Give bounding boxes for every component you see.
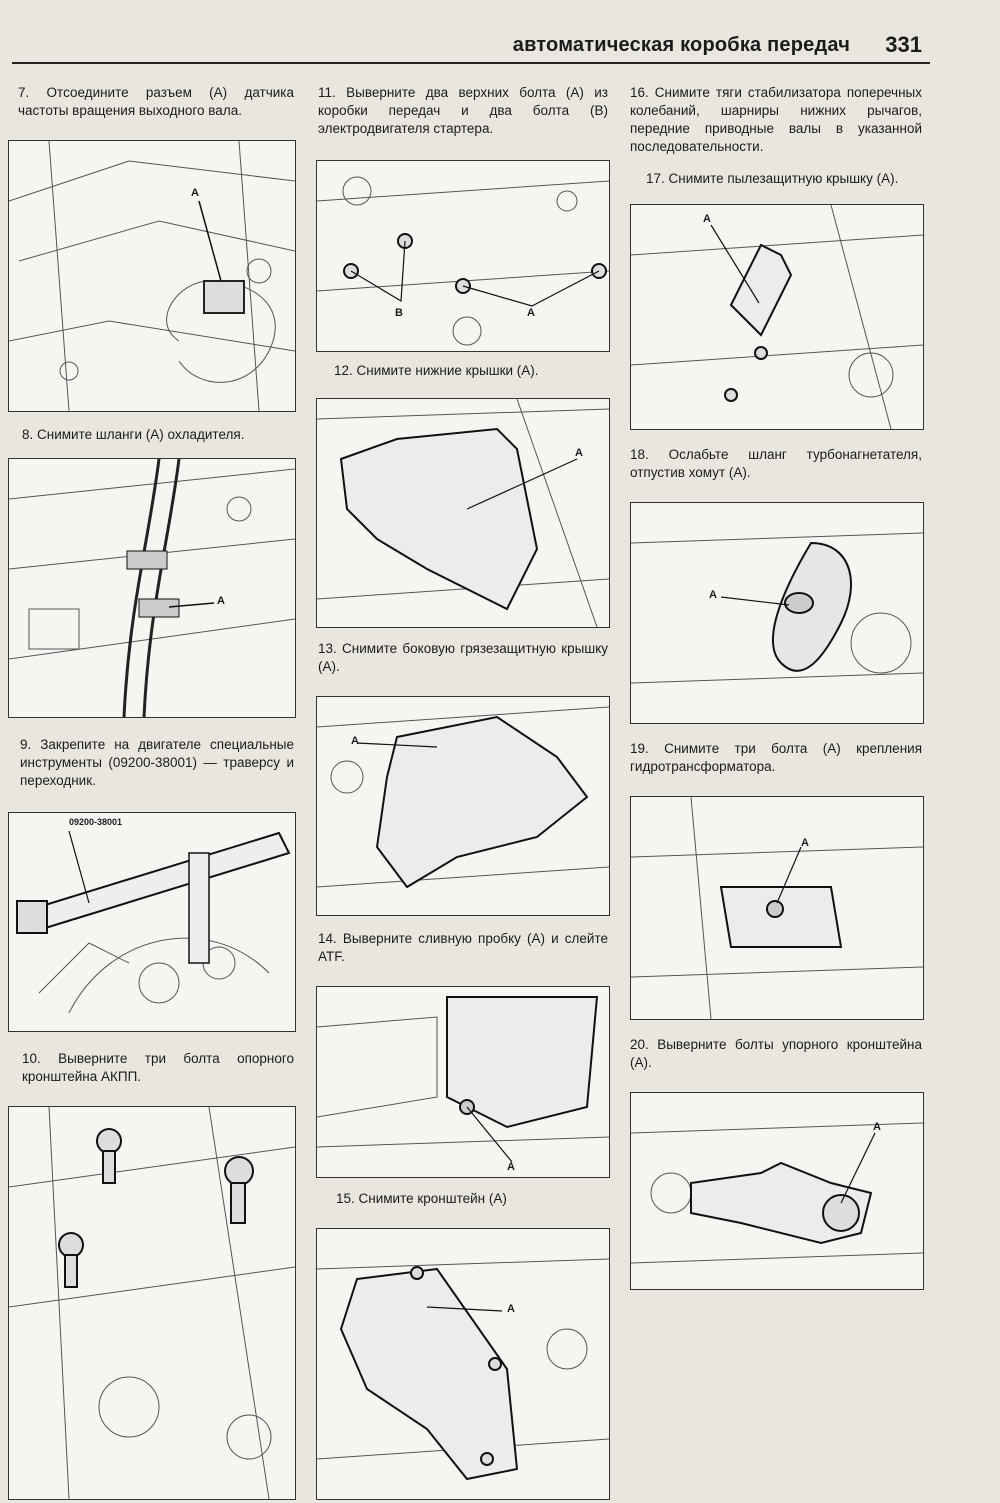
- page-number: 331: [885, 32, 922, 57]
- label-a: A: [527, 307, 535, 319]
- step-9-text: 9. Закрепите на двигателе специальные ин…: [20, 737, 294, 788]
- figure-step-17: A: [630, 204, 924, 430]
- drain-plug-drawing: [317, 996, 609, 1163]
- figure-step-14: A: [316, 986, 610, 1178]
- step-16-text: 16. Снимите тяги стабилизатора поперечны…: [630, 85, 922, 154]
- label-a: A: [801, 837, 809, 849]
- figure-step-13: A: [316, 696, 610, 916]
- label-a: A: [507, 1161, 515, 1173]
- label-a: A: [703, 213, 711, 225]
- figure-step-7: A: [8, 140, 296, 412]
- step-8-text: 8. Снимите шланги (A) охладителя.: [22, 427, 245, 442]
- thrust-bracket-drawing: [631, 1122, 923, 1264]
- gearbox-starter-bolts-drawing: [317, 176, 609, 346]
- step-15-text: 15. Снимите кронштейн (A): [336, 1191, 507, 1206]
- label-a: A: [709, 589, 717, 601]
- support-bracket-bolts-drawing: [9, 1107, 295, 1499]
- bracket-drawing: [317, 1258, 609, 1481]
- label-a: A: [351, 735, 359, 747]
- figure-step-20: A: [630, 1092, 924, 1290]
- figure-step-19: A: [630, 796, 924, 1020]
- label-a: A: [873, 1121, 881, 1133]
- figure-step-18: A: [630, 502, 924, 724]
- dust-cover-drawing: [631, 205, 923, 429]
- figure-step-12: A: [316, 398, 610, 628]
- label-a: A: [507, 1303, 515, 1315]
- lower-covers-drawing: [317, 399, 609, 627]
- step-20-text: 20. Выверните болты упорного кронштейна …: [630, 1037, 922, 1070]
- figure-step-9: 09200-38001: [8, 812, 296, 1032]
- figure-step-8: A: [8, 458, 296, 718]
- turbo-hose-clamp-drawing: [631, 532, 923, 684]
- torque-converter-bolts-drawing: [631, 797, 923, 1019]
- page-title: автоматическая коробка передач: [512, 34, 850, 56]
- label-b: B: [395, 307, 403, 319]
- side-mud-cover-drawing: [317, 706, 609, 889]
- step-19-text: 19. Снимите три болта (A) крепления гидр…: [630, 741, 922, 774]
- figure-step-15: A: [316, 1228, 610, 1500]
- step-17-text: 17. Снимите пылезащитную крышку (A).: [646, 171, 899, 186]
- step-12-text: 12. Снимите нижние крышки (A).: [334, 363, 539, 378]
- traverse-tool-drawing: [16, 830, 291, 1014]
- step-10-text: 10. Выверните три болта опорного кронште…: [22, 1051, 294, 1084]
- step-18-text: 18. Ослабьте шланг турбонагнетателя, отп…: [630, 447, 922, 480]
- tool-number-label: 09200-38001: [69, 817, 123, 827]
- page-header: автоматическая коробка передач 331: [12, 28, 930, 64]
- step-11-text: 11. Выверните два верхних болта (A) из к…: [318, 85, 608, 136]
- figure-step-11: B A: [316, 160, 610, 352]
- cooler-hoses-drawing: [9, 459, 295, 717]
- label-a: A: [217, 595, 225, 607]
- step-14-text: 14. Выверните сливную пробку (A) и слейт…: [318, 931, 608, 964]
- step-7-text: 7. Отсоедините разъем (A) датчика частот…: [18, 85, 294, 118]
- label-a: A: [575, 447, 583, 459]
- step-13-text: 13. Снимите боковую грязезащитную крышку…: [318, 641, 608, 674]
- label-a: A: [191, 187, 199, 199]
- figure-step-10: [8, 1106, 296, 1500]
- sensor-connector-drawing: [9, 141, 295, 411]
